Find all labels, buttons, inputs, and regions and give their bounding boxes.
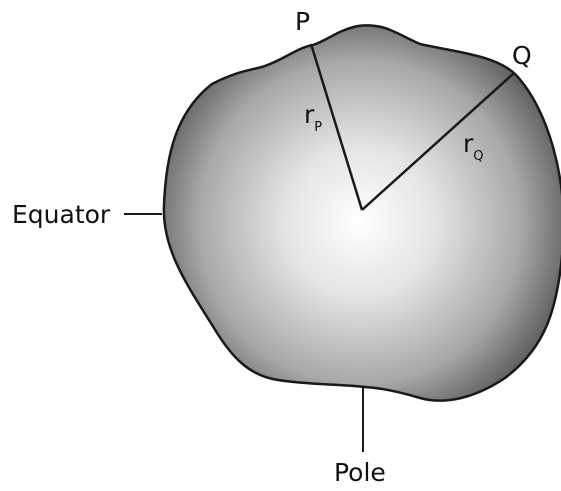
- point-p-label: P: [295, 7, 310, 36]
- planet-body: [164, 25, 561, 400]
- pole-label: Pole: [334, 458, 386, 487]
- radius-p-subscript: P: [314, 120, 322, 135]
- point-q-label: Q: [512, 41, 532, 70]
- radius-q-subscript: Q: [473, 149, 483, 164]
- equator-label: Equator: [12, 200, 111, 229]
